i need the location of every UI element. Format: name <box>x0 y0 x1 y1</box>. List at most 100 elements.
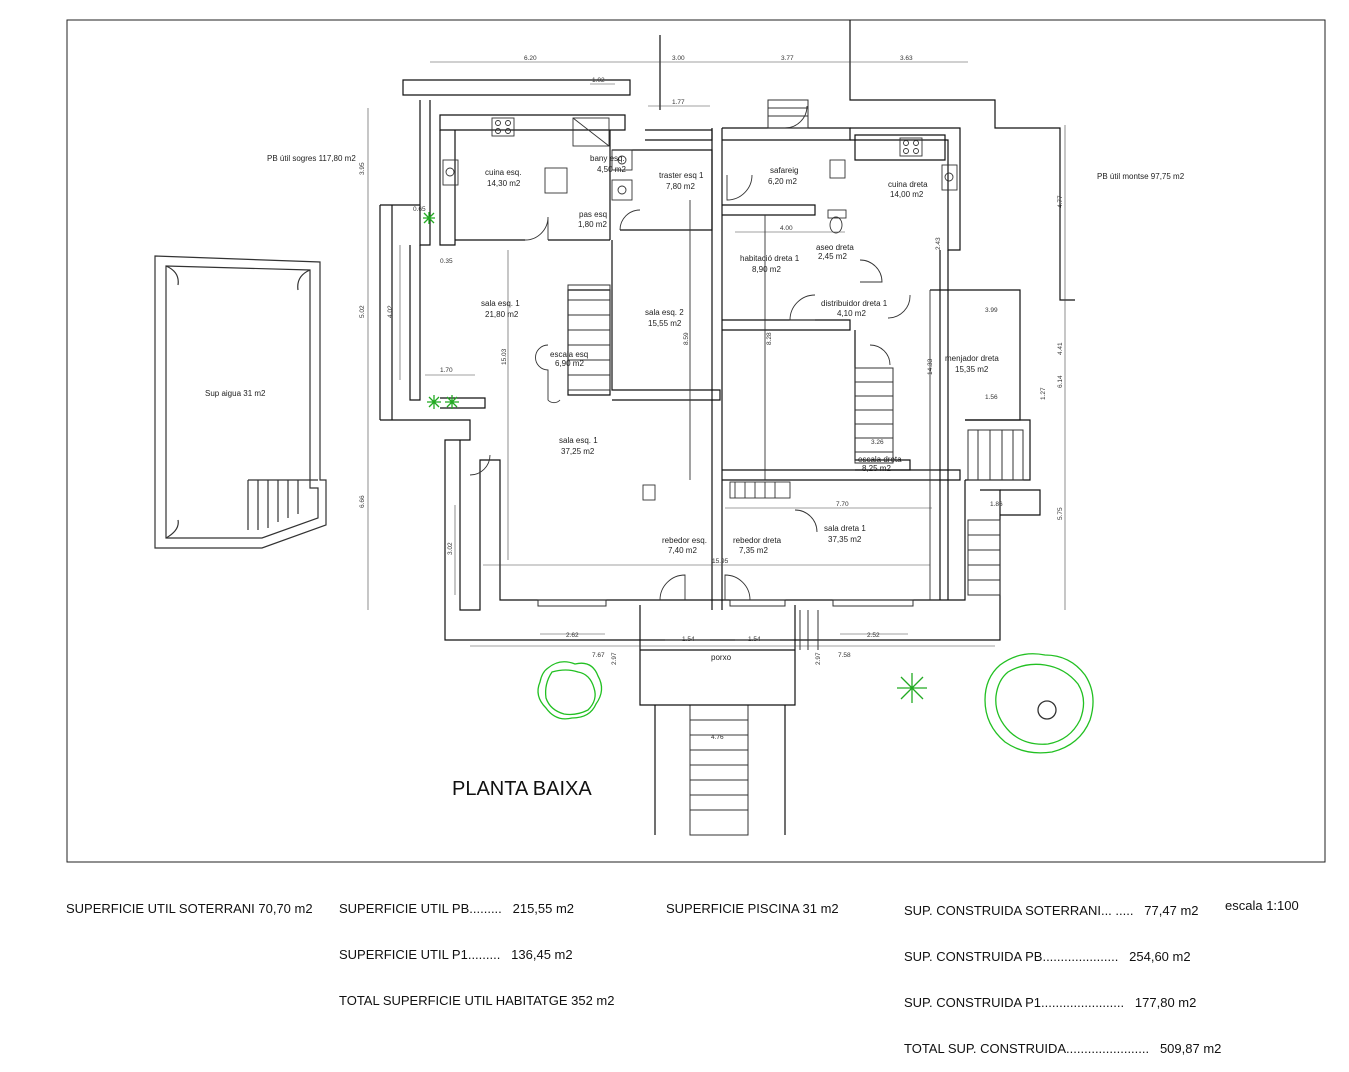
room-area: 6,20 m2 <box>768 177 797 186</box>
dimension-text: 2.43 <box>935 237 942 250</box>
pool-area-label: Sup aigua 31 m2 <box>205 389 266 398</box>
porch <box>639 605 796 835</box>
room-name: escala esq <box>550 350 588 359</box>
footer-line: SUPERFICIE UTIL SOTERRANI 70,70 m2 <box>66 901 313 916</box>
dimension-text: 6.14 <box>1057 375 1064 388</box>
dimension-text: 4.41 <box>1057 342 1064 355</box>
dimension-lines <box>367 61 1066 736</box>
doors <box>469 105 911 601</box>
dimension-text: 4.76 <box>711 734 724 741</box>
footer-line: TOTAL SUP. CONSTRUIDA...................… <box>904 1041 1222 1056</box>
footer-line: SUP. CONSTRUIDA PB..................... … <box>904 949 1191 964</box>
footer-construida-block: SUP. CONSTRUIDA SOTERRANI... ..... 77,47… <box>904 873 1221 1072</box>
room-area: 37,35 m2 <box>828 535 862 544</box>
dimension-text: 3.02 <box>447 542 454 555</box>
room-area: 37,25 m2 <box>561 447 595 456</box>
room-name: cuina dreta <box>888 180 928 189</box>
dimension-text: 1.56 <box>985 394 998 401</box>
room-name: pas esq <box>579 210 607 219</box>
room-area: 7,40 m2 <box>668 546 697 555</box>
dimension-text: 0.35 <box>440 258 453 265</box>
dimension-text: 1.77 <box>672 99 685 106</box>
house-walls <box>379 20 1075 641</box>
dimension-text: 14.33 <box>927 358 934 375</box>
footer-soterrani: SUPERFICIE UTIL SOTERRANI 70,70 m2 <box>66 871 313 932</box>
dimension-text: 2.97 <box>611 652 618 665</box>
room-name: sala esq. 1 <box>559 436 598 445</box>
room-name: distribuidor dreta 1 <box>821 299 888 308</box>
footer-line: SUP. CONSTRUIDA SOTERRANI... ..... 77,47… <box>904 903 1199 918</box>
room-area: 8,25 m2 <box>862 464 891 473</box>
room-area: 4,10 m2 <box>837 309 866 318</box>
room-area: 7,80 m2 <box>666 182 695 191</box>
dimension-text: 15.95 <box>712 558 729 565</box>
dimension-text: 1.86 <box>990 501 1003 508</box>
dimension-text: 6.66 <box>359 495 366 508</box>
room-name: habitació dreta 1 <box>740 254 800 263</box>
footer-line: SUPERFICIE UTIL P1......... 136,45 m2 <box>339 947 573 962</box>
scale-label: escala 1:100 <box>1225 898 1299 913</box>
porch-label: porxo <box>711 653 732 662</box>
room-area: 15,55 m2 <box>648 319 682 328</box>
dimension-text: 4.77 <box>1057 195 1064 208</box>
room-area: 8,90 m2 <box>752 265 781 274</box>
dimension-text: 1.70 <box>440 367 453 374</box>
dimension-text: 3.26 <box>871 439 884 446</box>
dimension-text: 4.00 <box>780 225 793 232</box>
dimension-text: 1.02 <box>592 77 605 84</box>
windows <box>537 599 914 650</box>
dimension-text: 1.54 <box>682 636 695 643</box>
left-house-area-label: PB útil sogres 117,80 m2 <box>267 154 356 163</box>
footer-util-block: SUPERFICIE UTIL PB......... 215,55 m2 SU… <box>339 871 614 1024</box>
dimension-text: 2.62 <box>566 632 579 639</box>
vertical-dimensions: 3.95 5.02 6.66 4.77 4.41 5.75 6.14 14.33… <box>359 162 1064 665</box>
room-name: cuina esq. <box>485 168 521 177</box>
dimension-text: 8.59 <box>683 332 690 345</box>
room-area: 21,80 m2 <box>485 310 519 319</box>
room-name: sala esq. 1 <box>481 299 520 308</box>
fixtures <box>442 117 958 600</box>
dimension-text: 7.67 <box>592 652 605 659</box>
room-name: sala esq. 2 <box>645 308 684 317</box>
dimension-text: 0.65 <box>413 206 426 213</box>
footer-line: TOTAL SUPERFICIE UTIL HABITATGE 352 m2 <box>339 993 615 1008</box>
footer-line: SUPERFICIE UTIL PB......... 215,55 m2 <box>339 901 575 916</box>
room-name: rebedor esq. <box>662 536 707 545</box>
footer-scale: escala 1:100 <box>1225 868 1299 929</box>
dimension-text: 7.58 <box>838 652 851 659</box>
room-area: 14,00 m2 <box>890 190 924 199</box>
room-area: 1,80 m2 <box>578 220 607 229</box>
room-area: 6,90 m2 <box>555 359 584 368</box>
room-name: safareig <box>770 166 798 175</box>
floor-plan-drawing: PB útil sogres 117,80 m2 PB útil montse … <box>66 19 1326 863</box>
room-area: 2,45 m2 <box>818 252 847 261</box>
dimension-text: 15.03 <box>501 348 508 365</box>
room-name: traster esq 1 <box>659 171 704 180</box>
room-name: bany esq. <box>590 154 625 163</box>
footer-piscina: SUPERFICIE PISCINA 31 m2 <box>666 871 839 932</box>
room-area: 7,35 m2 <box>739 546 768 555</box>
dimension-text: 5.75 <box>1057 507 1064 520</box>
room-name: aseo dreta <box>816 243 854 252</box>
dimension-text: 2.97 <box>815 652 822 665</box>
dimension-text: 6.20 <box>524 55 537 62</box>
room-name: escala dreta <box>858 455 902 464</box>
dimension-text: 3.63 <box>900 55 913 62</box>
dimension-text: 2.52 <box>867 632 880 639</box>
dimension-text: 3.77 <box>781 55 794 62</box>
dimension-text: 4.02 <box>387 305 394 318</box>
dimension-text: 7.70 <box>836 501 849 508</box>
dimension-text: 3.00 <box>672 55 685 62</box>
dimension-text: 5.02 <box>359 305 366 318</box>
footer-line: SUP. CONSTRUIDA P1......................… <box>904 995 1197 1010</box>
dimension-text: 3.95 <box>359 162 366 175</box>
dimension-text: 8.28 <box>766 332 773 345</box>
dimension-text: 1.27 <box>1040 387 1047 400</box>
plan-title: PLANTA BAIXA <box>452 778 592 800</box>
room-name: sala dreta 1 <box>824 524 866 533</box>
room-name: rebedor dreta <box>733 536 782 545</box>
room-area: 15,35 m2 <box>955 365 989 374</box>
room-area: 14,30 m2 <box>487 179 521 188</box>
swimming-pool <box>154 255 327 549</box>
trees <box>423 212 1094 754</box>
